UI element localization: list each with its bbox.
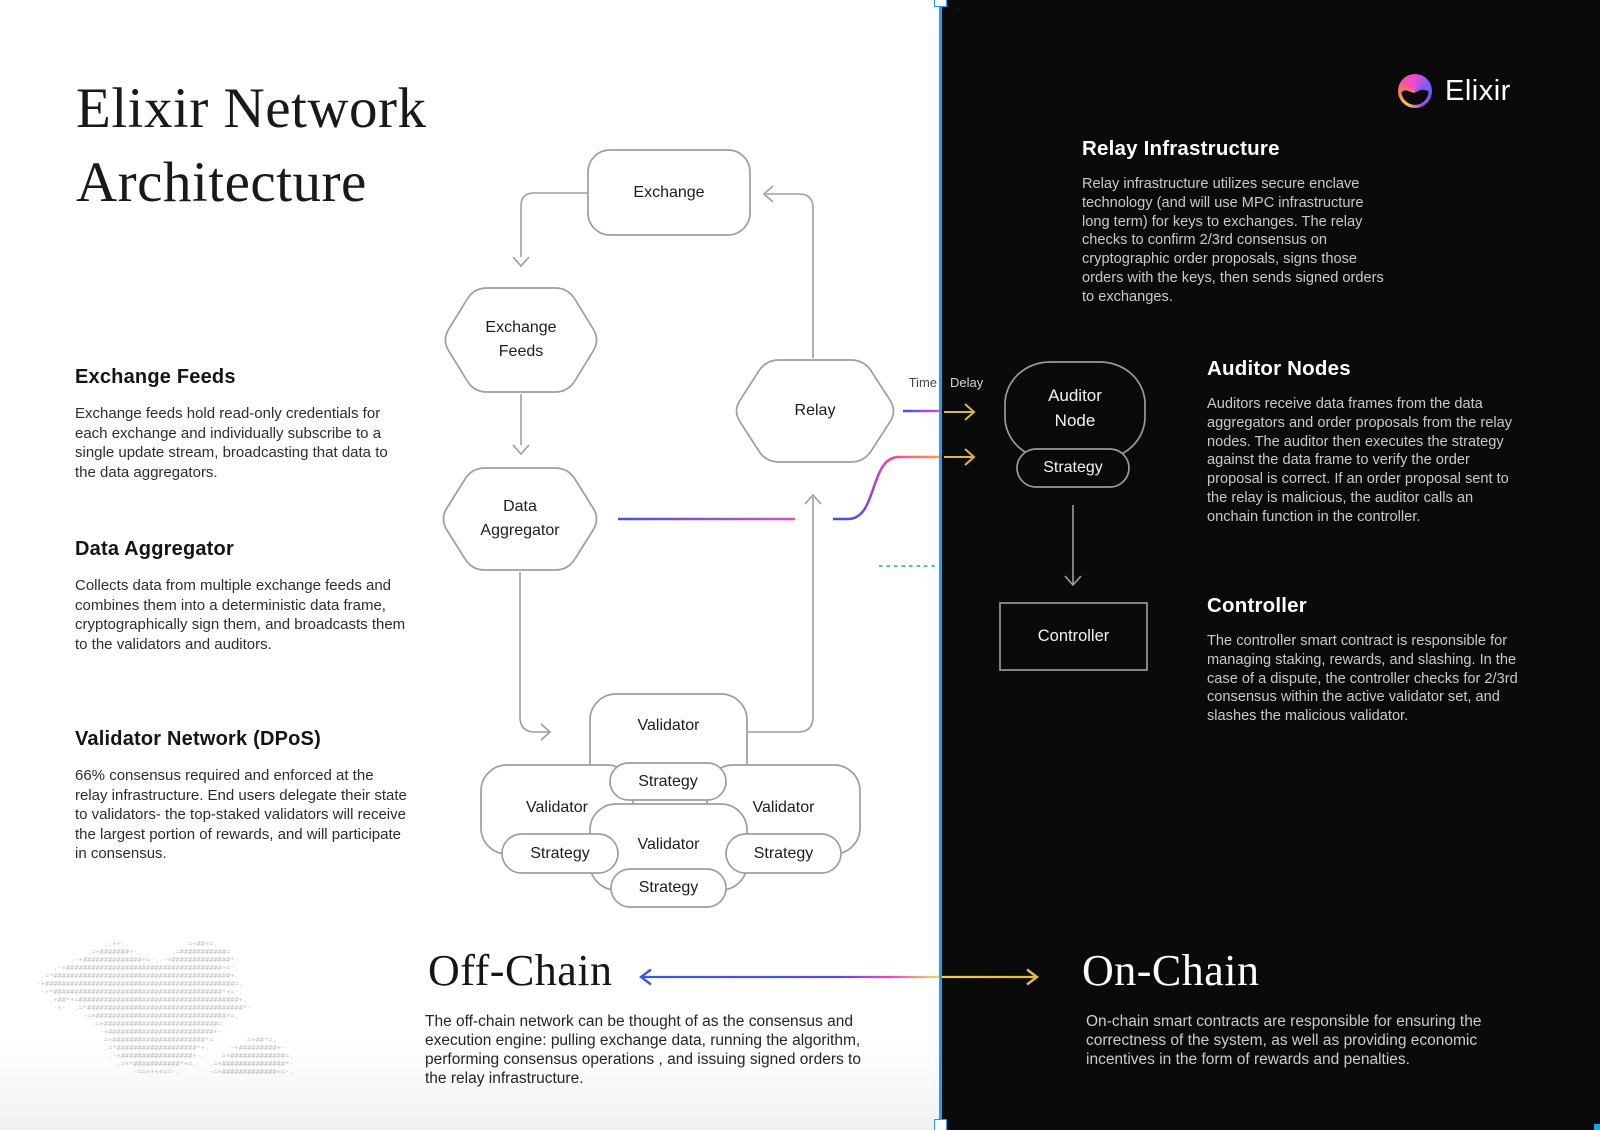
logo-wave-icon [1401,89,1429,105]
heading-relay-infrastructure: Relay Infrastructure [1082,137,1280,160]
heading-validator-network: Validator Network (DPoS) [75,728,321,750]
onchain-nodes [999,361,1148,671]
controller-node [999,602,1148,671]
time-label: Time [908,375,937,390]
data-aggregator-line1: Data [503,498,537,515]
auditor-node-line2: Node [1054,411,1096,430]
controller-node-label: Controller [1037,627,1110,645]
onchain-black-panel [942,0,1600,1130]
selection-handle-bottom[interactable] [934,1119,947,1130]
arrow-relay-to-exchange [766,193,814,358]
selection-border[interactable] [939,0,942,1130]
strategy-label-top: Strategy [638,772,698,790]
arrowhead-right-icon [964,448,976,466]
arrowhead-right-icon [964,403,976,421]
strategy-label-bottom: Strategy [638,879,699,896]
exchange-node [587,149,751,236]
arrowhead-up-icon [804,493,822,505]
exchange-feeds-label: Exchange Feeds [442,288,600,392]
heading-auditor-nodes: Auditor Nodes [1207,357,1351,380]
delay-label: Delay [950,375,984,390]
relay-label: Relay [794,402,836,419]
auditor-node-line1: Auditor [1048,386,1102,405]
validator-label-left: Validator [526,799,588,816]
page-title: Elixir Network Architecture [76,72,427,220]
heading-controller: Controller [1207,594,1307,617]
data-aggregator-label: Data Aggregator [440,468,600,570]
brand: Elixir [1398,71,1511,111]
auditor-strategy-pill [1016,448,1130,488]
arrow-aggregator-to-validator [519,572,549,733]
auditor-node-label: Auditor Node [1005,362,1145,454]
arrowhead-left-icon [762,185,774,203]
arrow-exchange-to-feeds [520,192,588,257]
elixir-logo-icon [1398,74,1432,108]
strategy-pill-left [501,833,619,874]
validator-label-right: Validator [752,799,815,816]
exchange-feeds-line2: Feeds [498,343,544,360]
title-line1: Elixir Network [76,77,427,140]
body-auditor-nodes: Auditors receive data frames from the da… [1207,396,1513,525]
arrowhead-down-icon [1064,575,1082,587]
bottom-fade [0,1040,942,1130]
exchange-feeds-node [444,287,598,393]
exchange-feeds-line1: Exchange [485,319,557,336]
body-controller: The controller smart contract is respons… [1207,633,1518,725]
heading-exchange-feeds: Exchange Feeds [75,366,236,388]
body-exchange-feeds: Exchange feeds hold read-only credential… [75,405,388,481]
diagram-nodes [442,149,895,908]
relay-node [735,359,895,463]
arrowhead-left-icon [639,968,652,986]
offchain-title: Off-Chain [428,946,613,995]
ascii-art-decoration: .:++:. =+##+=. .=+#######+-. .=#########… [36,940,294,1076]
arrowhead-right-icon [540,723,552,741]
onchain-body: On-chain smart contracts are responsible… [1086,1013,1482,1068]
link-curve-gradient [833,455,941,521]
gradient-links [618,403,1039,986]
strategy-label-right: Strategy [753,844,814,862]
data-aggregator-line2: Aggregator [480,522,560,539]
data-aggregator-node [442,467,598,571]
offchain-body: The off-chain network can be thought of … [425,1013,861,1087]
selection-corner-mark[interactable] [1594,1124,1600,1130]
auditor-strategy-label: Strategy [1043,459,1103,476]
arrowhead-right-icon [1026,968,1039,986]
strategy-pill-top [609,762,727,801]
strategy-pill-right [725,833,842,874]
validator-label-bottom: Validator [637,836,700,853]
heading-data-aggregator: Data Aggregator [75,538,234,560]
onchain-title: On-Chain [1082,946,1260,995]
arrow-validator-to-relay [747,497,814,733]
validator-label-top: Validator [637,717,700,734]
body-data-aggregator: Collects data from multiple exchange fee… [75,577,406,653]
brand-name: Elixir [1445,74,1511,107]
arrowhead-down-icon [512,256,530,268]
selection-handle-top[interactable] [934,0,947,7]
flow-arrows [512,185,822,741]
exchange-label: Exchange [633,183,705,201]
title-line2: Architecture [76,151,367,214]
body-relay-infrastructure: Relay infrastructure utilizes secure enc… [1082,176,1384,305]
body-validator-network: 66% consensus required and enforced at t… [75,767,407,862]
strategy-label-left: Strategy [530,844,590,862]
arrowhead-down-icon [512,444,530,456]
strategy-pill-bottom [610,868,727,908]
